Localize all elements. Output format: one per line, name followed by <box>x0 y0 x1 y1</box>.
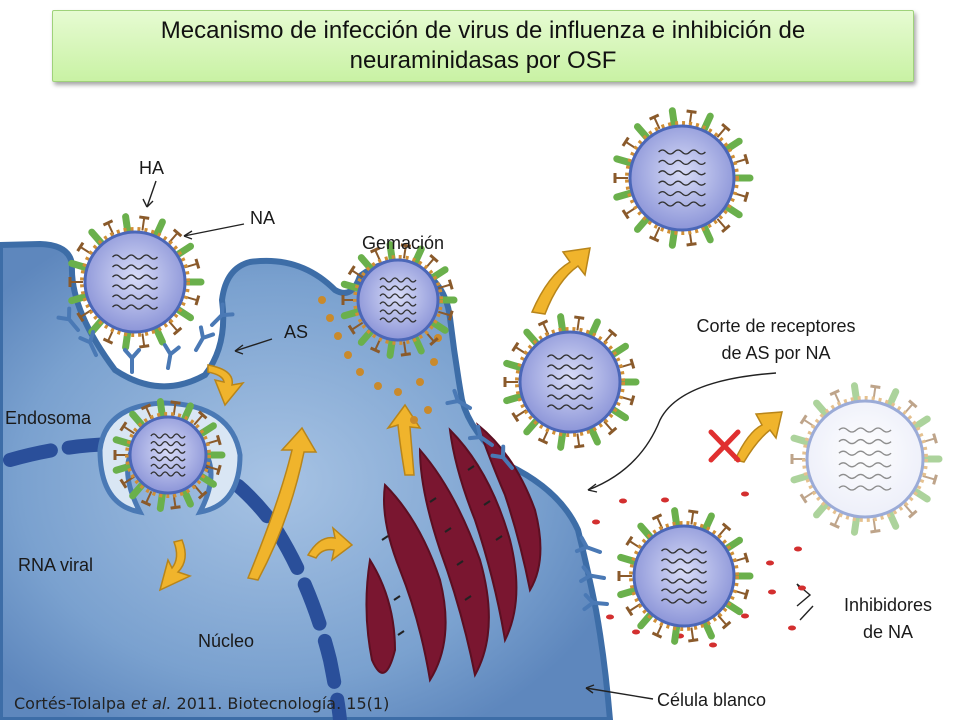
virus-in-endosome <box>112 398 226 512</box>
na-inhibitor-molecules <box>592 491 806 648</box>
arrow-rna-release <box>158 539 193 592</box>
sialic-acid-receptor <box>582 593 609 612</box>
label-inhibidores-line2: de NA <box>862 622 914 642</box>
budding-particles <box>318 296 442 424</box>
label-corte-line1: Corte de receptores <box>696 316 856 336</box>
label-corte-receptores: Corte de receptores de AS por NA <box>660 315 892 364</box>
blocked-cross <box>708 429 741 463</box>
label-corte-line2: de AS por NA <box>721 343 831 363</box>
sialic-acid-receptor <box>194 325 216 352</box>
label-gemacion: Gemación <box>362 233 445 253</box>
label-nucleo: Núcleo <box>198 631 255 651</box>
label-inhibidores-line1: Inhibidores <box>843 595 933 615</box>
label-pointers <box>142 180 814 700</box>
sialic-acid-receptor <box>123 348 141 374</box>
label-celula-blanco: Célula blanco <box>657 690 767 710</box>
title-box: Mecanismo de infección de virus de influ… <box>52 10 914 82</box>
arrow-endocytosis <box>207 364 245 407</box>
virus-inhibited-pale <box>790 382 943 536</box>
sialic-acid-receptor <box>574 535 602 554</box>
arrows <box>158 247 783 592</box>
sialic-acid-receptor <box>56 306 80 332</box>
virus-bound-inhibited <box>617 507 754 645</box>
label-inhibidores: Inhibidores de NA <box>828 594 948 643</box>
sialic-acid-receptor <box>210 302 235 327</box>
virus-attaching <box>68 213 205 351</box>
sialic-acid-receptor <box>445 388 472 410</box>
sialic-acid-receptor <box>78 330 98 357</box>
diagram-title: Mecanismo de infección de virus de influ… <box>160 17 806 74</box>
label-na: NA <box>250 208 276 228</box>
arrow-blocked <box>733 411 783 463</box>
virus-budding <box>340 241 458 359</box>
sialic-acid-receptor <box>490 444 514 470</box>
sialic-acid-receptor <box>467 424 494 447</box>
virus-budding-exit <box>503 313 640 451</box>
label-as: AS <box>284 322 309 342</box>
golgi-apparatus <box>365 422 542 683</box>
citation-authors: Cortés-Tolalpa <box>14 694 131 713</box>
arrow-curl <box>306 525 354 562</box>
label-rna-viral: RNA viral <box>18 555 94 575</box>
ribosomes <box>381 465 503 636</box>
sialic-acid-receptor <box>579 565 606 584</box>
citation-etal: et al. <box>130 694 172 713</box>
citation-source: 2011. Biotecnología. 15(1) <box>171 694 390 713</box>
virus-layer <box>56 107 943 645</box>
citation: Cortés-Tolalpa et al. 2011. Biotecnologí… <box>14 694 389 713</box>
arrow-to-golgi <box>246 426 318 581</box>
sialic-acid-receptor <box>162 343 181 370</box>
virus-released <box>613 107 754 249</box>
label-ha: HA <box>139 158 165 178</box>
arrow-release <box>530 247 591 315</box>
label-endosoma: Endosoma <box>5 408 92 428</box>
